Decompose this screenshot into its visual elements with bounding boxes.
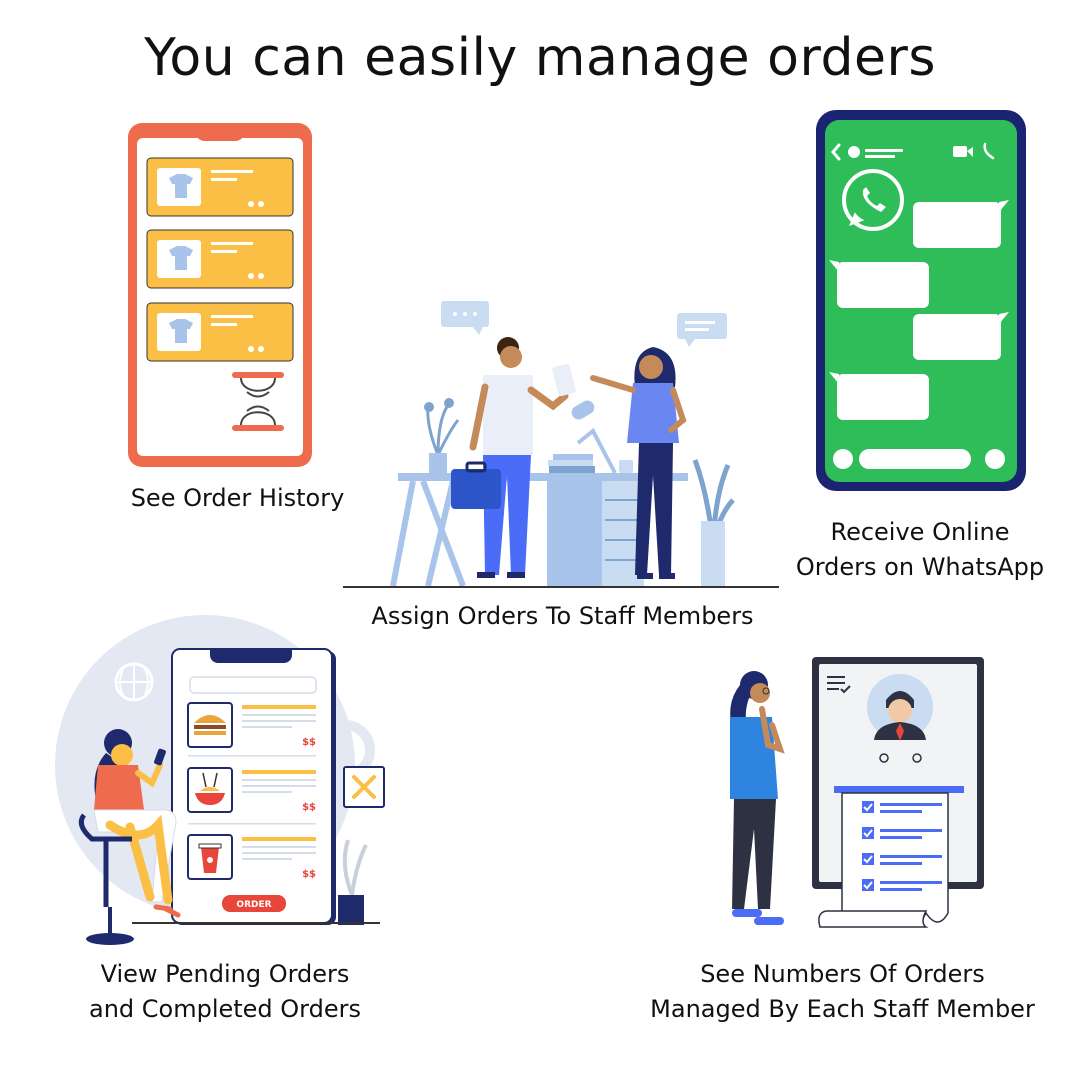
svg-text:ORDER: ORDER [236, 900, 271, 910]
checklist-item [862, 801, 942, 813]
pending-orders-illustration: $$ $$ $$ ORDER [50, 615, 395, 950]
staff-report-illustration [722, 655, 987, 940]
price-tag: $$ [302, 737, 316, 748]
food-item: $$ [187, 702, 316, 757]
hourglass-icon [232, 372, 284, 431]
whatsapp-caption: Receive Online Orders on WhatsApp [795, 518, 1045, 581]
page-title: You can easily manage orders [144, 28, 936, 88]
order-card [146, 229, 294, 289]
food-item: $$ [187, 767, 316, 825]
checklist-item [862, 827, 942, 839]
price-tag: $$ [302, 802, 316, 813]
order-history-illustration [125, 120, 315, 470]
whatsapp-illustration [813, 110, 1028, 495]
staff-numbers-caption: See Numbers Of Orders Managed By Each St… [650, 960, 1035, 1023]
price-tag: $$ [302, 869, 316, 880]
checklist-item [862, 853, 942, 865]
whatsapp-icon [842, 169, 904, 231]
order-card [146, 302, 294, 362]
food-item: $$ [187, 834, 316, 880]
pending-caption: View Pending Orders and Completed Orders [88, 960, 361, 1023]
assign-staff-illustration [343, 295, 783, 595]
assign-caption: Assign Orders To Staff Members [371, 602, 754, 630]
order-history-caption: See Order History [130, 484, 345, 512]
order-button[interactable]: ORDER [222, 895, 286, 912]
checklist-item [862, 879, 942, 891]
order-card [146, 157, 294, 217]
